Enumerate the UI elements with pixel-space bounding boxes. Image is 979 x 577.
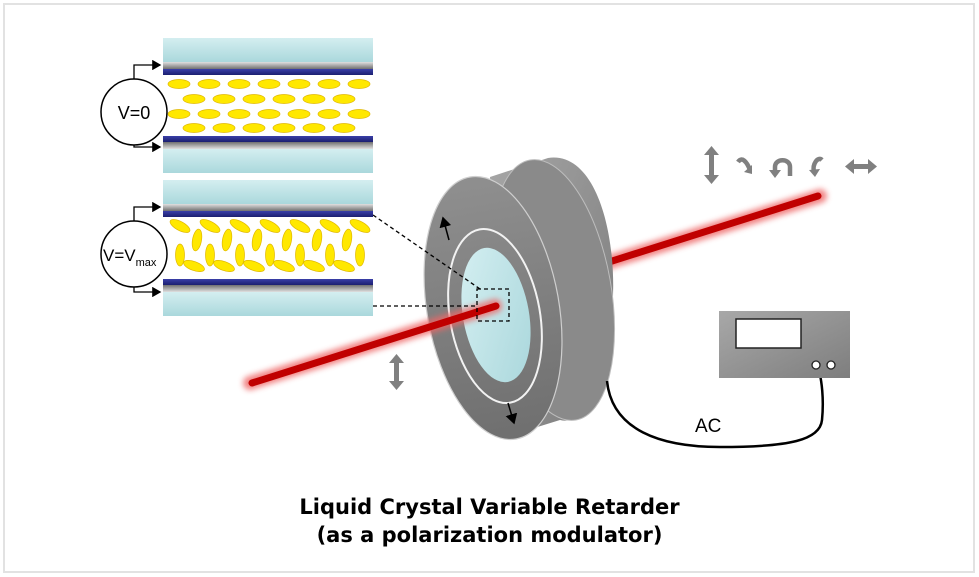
lc-molecule bbox=[221, 228, 233, 252]
lc-molecule bbox=[257, 79, 281, 89]
lc-molecule bbox=[265, 243, 275, 267]
polarization-horizontal-icon bbox=[845, 159, 877, 174]
rotation-arrow-up-icon bbox=[439, 216, 452, 241]
voltage-label-on: V=Vmax bbox=[103, 246, 157, 269]
lc-molecule bbox=[347, 79, 371, 89]
lc-molecule bbox=[183, 259, 205, 273]
ac-label: AC bbox=[695, 416, 721, 437]
lc-molecule bbox=[227, 79, 251, 89]
lc-molecule bbox=[212, 94, 236, 104]
lc-molecule bbox=[302, 123, 326, 133]
function-generator-display bbox=[735, 318, 802, 349]
lc-molecule bbox=[317, 79, 341, 89]
voltage-source-off bbox=[100, 78, 168, 146]
lc-molecule bbox=[199, 219, 221, 233]
lc-molecule bbox=[243, 259, 265, 273]
bottom-ito bbox=[163, 285, 373, 292]
lc-molecule bbox=[227, 109, 251, 119]
lc-molecule bbox=[212, 123, 236, 133]
lc-molecule bbox=[197, 109, 221, 119]
lc-molecule bbox=[167, 79, 191, 89]
lc-retarder[interactable] bbox=[405, 150, 633, 451]
lc-molecule bbox=[303, 259, 325, 273]
voltage-label-off: V=0 bbox=[118, 103, 151, 123]
lc-molecule bbox=[317, 109, 341, 119]
bottom-electrode bbox=[163, 279, 373, 285]
top-electrode bbox=[163, 211, 373, 217]
lc-molecule bbox=[273, 259, 295, 273]
lc-molecules-rotated bbox=[169, 219, 371, 273]
lc-molecule bbox=[272, 94, 296, 104]
lc-molecule bbox=[235, 243, 245, 267]
polarization-circular-icon bbox=[769, 158, 793, 178]
lc-molecule bbox=[349, 219, 371, 233]
bottom-glass bbox=[163, 292, 373, 316]
ground-terminal[interactable] bbox=[826, 360, 836, 370]
voltage-source-on bbox=[100, 220, 168, 288]
lc-molecule bbox=[333, 259, 355, 273]
rotation-arrow-down-icon bbox=[505, 402, 518, 425]
lc-molecule bbox=[355, 243, 365, 267]
lc-molecule bbox=[242, 123, 266, 133]
lc-cell-on: V=Vmax bbox=[100, 180, 373, 316]
lc-molecule bbox=[341, 228, 353, 252]
lc-molecule bbox=[272, 123, 296, 133]
lc-molecule bbox=[191, 228, 203, 252]
lc-molecule bbox=[319, 219, 341, 233]
top-glass bbox=[163, 180, 373, 204]
bottom-glass bbox=[163, 149, 373, 173]
lc-molecule bbox=[302, 94, 326, 104]
lc-molecule bbox=[281, 228, 293, 252]
lc-molecule bbox=[259, 219, 281, 233]
input-polarization-vertical-icon bbox=[389, 354, 404, 390]
lc-molecule bbox=[169, 219, 191, 233]
figure-title-line2: (as a polarization modulator) bbox=[316, 523, 663, 547]
lc-molecule bbox=[287, 109, 311, 119]
lc-molecule bbox=[295, 243, 305, 267]
lc-molecule bbox=[242, 94, 266, 104]
laser-beam-input bbox=[243, 299, 502, 390]
lc-molecule bbox=[251, 228, 263, 252]
bottom-electrode bbox=[163, 136, 373, 142]
lc-molecule bbox=[257, 109, 281, 119]
polarization-elliptical-left-icon bbox=[809, 156, 824, 177]
lc-molecule bbox=[311, 228, 323, 252]
bottom-ito bbox=[163, 142, 373, 149]
lc-molecule bbox=[182, 94, 206, 104]
lc-molecule bbox=[205, 243, 215, 267]
lc-molecule bbox=[287, 79, 311, 89]
polarization-elliptical-right-icon bbox=[736, 157, 753, 174]
lc-molecule bbox=[347, 109, 371, 119]
figure-title-line1: Liquid Crystal Variable Retarder bbox=[299, 495, 680, 519]
polarization-vertical-icon bbox=[704, 146, 719, 184]
lc-molecule bbox=[229, 219, 251, 233]
polarization-states bbox=[704, 146, 877, 184]
top-ito bbox=[163, 204, 373, 211]
lc-molecule bbox=[175, 243, 185, 267]
function-generator[interactable] bbox=[719, 311, 850, 378]
lc-molecule bbox=[213, 259, 235, 273]
top-electrode bbox=[163, 69, 373, 75]
lc-molecules-parallel bbox=[167, 79, 371, 133]
top-ito bbox=[163, 62, 373, 69]
lc-molecule bbox=[167, 109, 191, 119]
lc-aperture bbox=[461, 247, 531, 383]
zoom-indicator bbox=[372, 214, 510, 322]
lc-cell-off: V=0 bbox=[100, 38, 373, 173]
lc-molecule bbox=[332, 123, 356, 133]
lc-molecule bbox=[332, 94, 356, 104]
laser-beam-exit bbox=[583, 189, 827, 275]
lc-molecule bbox=[325, 243, 335, 267]
lc-molecule bbox=[182, 123, 206, 133]
lc-molecule bbox=[197, 79, 221, 89]
top-glass bbox=[163, 38, 373, 62]
ac-cable bbox=[605, 366, 825, 449]
output-terminal[interactable] bbox=[811, 360, 821, 370]
lc-molecule bbox=[289, 219, 311, 233]
